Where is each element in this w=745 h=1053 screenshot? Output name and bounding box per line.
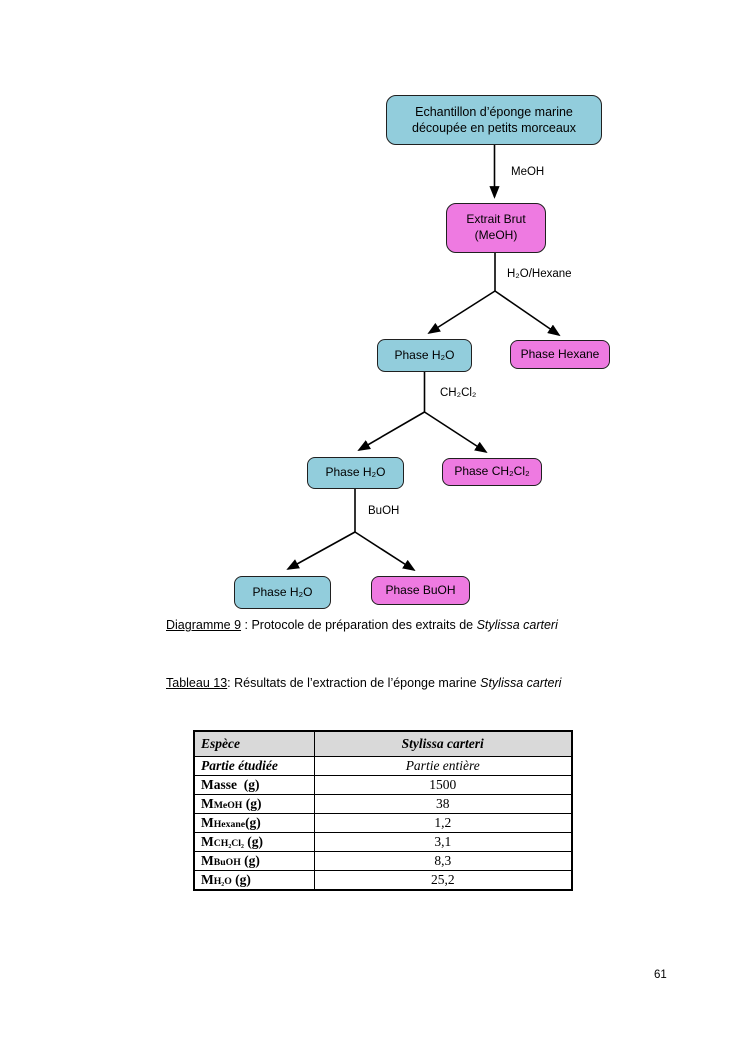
row-label: MMeOH (g) xyxy=(193,793,315,814)
flowchart-box-phase-hexane: Phase Hexane xyxy=(510,340,610,369)
table-caption-label: Tableau 13 xyxy=(166,676,228,690)
arrow-split3-left xyxy=(286,531,356,570)
diagram-caption-species: Stylissa carteri xyxy=(476,618,558,632)
row-value: 3,1 xyxy=(313,831,573,852)
flowchart-box-extrait-brut: Extrait Brut (MeOH) xyxy=(446,203,546,253)
row-label: MH₂O (g) xyxy=(193,869,315,890)
row-label: MBuOH (g) xyxy=(193,850,315,871)
table-row-m-meoh: MMeOH (g) 38 xyxy=(193,793,573,814)
row-value: 1,2 xyxy=(313,812,573,833)
flowchart-box-phase-ch2cl2: Phase CH₂Cl₂ xyxy=(442,458,542,486)
box-text-line: découpée en petits morceaux xyxy=(412,121,576,135)
row-value: 38 xyxy=(313,793,573,814)
page-number: 61 xyxy=(654,969,667,981)
box-text-line: Extrait Brut xyxy=(466,212,526,227)
table-row-m-h2o: MH₂O (g) 25,2 xyxy=(193,869,573,890)
box-text-line: Phase Hexane xyxy=(520,346,600,361)
table-row-masse: Masse (g) 1500 xyxy=(193,774,573,795)
table-caption-separator: : xyxy=(227,676,235,690)
table-header-espece: Espèce xyxy=(193,730,315,757)
arrow-label-ch2cl2: CH₂Cl₂ xyxy=(440,387,477,399)
arrow-label-buoh: BuOH xyxy=(368,505,400,517)
box-text-line: Phase H₂O xyxy=(325,465,386,480)
arrow-label-h2o-hexane: H₂O/Hexane xyxy=(507,268,572,280)
diagram-caption-label: Diagramme 9 xyxy=(166,618,242,632)
flowchart-box-phase-buoh: Phase BuOH xyxy=(371,576,470,605)
table-row-m-hexane: MHexane(g) 1,2 xyxy=(193,812,573,833)
row-value: 1500 xyxy=(313,774,573,795)
diagram-caption: Diagramme 9 : Protocole de préparation d… xyxy=(166,618,558,632)
row-value: 25,2 xyxy=(313,869,573,890)
flowchart-box-phase-h2o-3: Phase H₂O xyxy=(234,576,331,609)
table-header-species: Stylissa carteri xyxy=(313,730,573,757)
table-caption: Tableau 13: Résultats de l’extraction de… xyxy=(166,676,561,690)
table-caption-species: Stylissa carteri xyxy=(480,676,562,690)
flowchart-box-phase-h2o-1: Phase H₂O xyxy=(377,339,472,372)
table-header-row: Espèce Stylissa carteri xyxy=(193,730,573,757)
arrow-split1-right xyxy=(494,290,561,337)
row-label: Partie étudiée xyxy=(193,755,315,776)
flowchart-arrows xyxy=(286,145,561,572)
box-text-line: (MeOH) xyxy=(474,228,518,242)
diagram-caption-separator: : xyxy=(241,618,252,632)
arrow-split1-left xyxy=(427,290,496,335)
box-text-line: Phase CH₂Cl₂ xyxy=(454,464,530,479)
arrow-split3-right xyxy=(354,531,416,572)
table-caption-text: Résultats de l’extraction de l’éponge ma… xyxy=(234,676,481,690)
box-text-line: Phase H₂O xyxy=(394,347,455,362)
results-table: Espèce Stylissa carteri Partie étudiée P… xyxy=(193,730,573,891)
row-value: Partie entière xyxy=(313,755,573,776)
box-text-line: Phase BuOH xyxy=(385,582,456,597)
table-row-m-buoh: MBuOH (g) 8,3 xyxy=(193,850,573,871)
flowchart-box-echantillon: Echantillon d’éponge marine découpée en … xyxy=(386,95,602,145)
table-row-m-ch2cl2: MCH₂Cl₂ (g) 3,1 xyxy=(193,831,573,852)
box-text-line: Phase H₂O xyxy=(252,584,313,599)
row-label: MCH₂Cl₂ (g) xyxy=(193,831,315,852)
arrow-split2-right xyxy=(424,411,488,454)
arrow-label-meoh: MeOH xyxy=(511,166,545,178)
row-label: Masse (g) xyxy=(193,774,315,795)
diagram-caption-text: Protocole de préparation des extraits de xyxy=(251,618,477,632)
box-text-line: Echantillon d’éponge marine xyxy=(415,104,573,119)
flowchart-box-phase-h2o-2: Phase H₂O xyxy=(307,457,404,489)
arrow-split2-left xyxy=(357,411,425,451)
row-label: MHexane(g) xyxy=(193,812,315,833)
table-row-partie-etudiee: Partie étudiée Partie entière xyxy=(193,755,573,776)
row-value: 8,3 xyxy=(313,850,573,871)
